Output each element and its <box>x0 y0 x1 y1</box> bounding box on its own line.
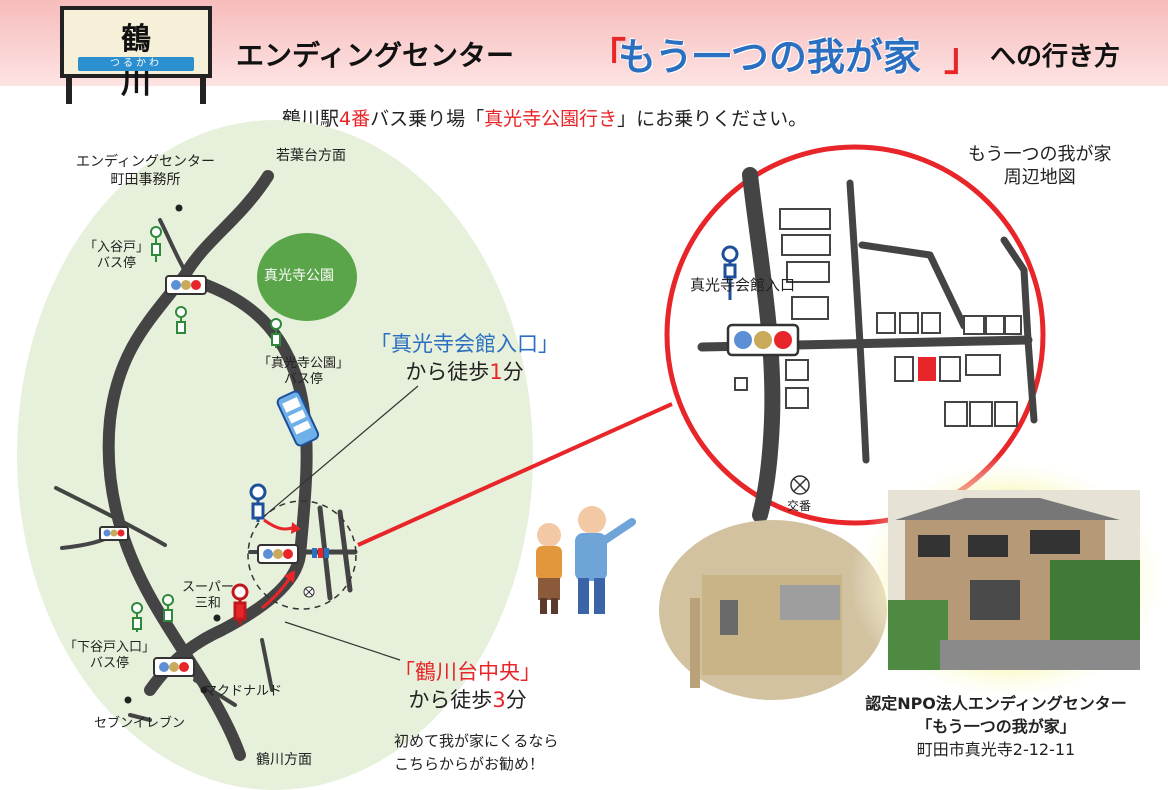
kaikan-walk-time: から徒歩1分 <box>405 360 524 385</box>
park-stop-label: 「真光寺公園」バス停 <box>258 356 350 388</box>
office-dot <box>175 204 183 212</box>
police-label: 交番 <box>787 499 812 513</box>
recommend-note: 初めて我が家にくるならこちらからがお勧め！ <box>394 732 559 773</box>
bus-stop-iriyato-2 <box>175 306 187 334</box>
bus-instruction: 鶴川駅4番バス乗り場「真光寺公園行き」にお乗りください。 <box>282 108 808 130</box>
zoom-police-icon <box>790 475 810 495</box>
leader-kaikan <box>261 385 419 519</box>
chuo-stop-name: 「鶴川台中央」 <box>394 660 541 684</box>
iriyato-stop-label: 「入谷戸」バス停 <box>84 240 150 272</box>
super-dot <box>213 614 221 622</box>
mini-house-2 <box>318 548 323 558</box>
bus-stop-shimo-1 <box>131 602 143 632</box>
bus-stop-chuo <box>231 583 249 625</box>
bus-stop-shimo-2 <box>162 594 174 622</box>
shimo-stop-label: 「下谷戸入口」バス停 <box>64 640 156 672</box>
walk-arrow-2 <box>261 577 292 610</box>
zoom-bus-stop <box>721 245 739 300</box>
walking-couple-illustration <box>536 506 636 614</box>
zoom-houses <box>734 208 1022 427</box>
npo-name: 認定NPO法人エンディングセンター <box>865 694 1127 713</box>
kaikan-stop-name: 「真光寺会館入口」 <box>370 332 559 356</box>
office-label: エンディングセンター町田事務所 <box>76 154 216 188</box>
mini-house-3 <box>324 548 329 558</box>
area-ellipse <box>17 120 533 790</box>
target-house <box>918 357 936 381</box>
bus-icon <box>276 390 320 447</box>
traffic-light-2 <box>99 526 129 541</box>
wakabadai-label: 若葉台方面 <box>276 148 346 164</box>
walk-arrow-2-head <box>284 570 295 583</box>
chuo-callout: 「鶴川台中央」 から徒歩3分 <box>394 658 541 715</box>
bus-stop-iriyato <box>150 226 162 262</box>
leader-chuo <box>284 621 401 661</box>
zoom-traffic-light <box>726 323 800 357</box>
kaikan-callout: 「真光寺会館入口」 から徒歩1分 <box>370 330 559 387</box>
npo-info: 認定NPO法人エンディングセンター 「もう一つの我が家」 町田市真光寺2-12-… <box>842 692 1150 762</box>
mini-house-1 <box>312 548 317 558</box>
sign-pole-left <box>66 78 72 104</box>
npo-address: 町田市真光寺2-12-11 <box>916 740 1076 760</box>
bus-stop-park <box>270 318 282 348</box>
zoom-marker-circle <box>247 500 357 610</box>
bus-stop-kaikan <box>249 483 267 522</box>
station-kana: つるかわ <box>78 57 194 71</box>
seven-label: セブンイレブン <box>94 716 186 731</box>
walk-arrow-1-head <box>291 522 301 534</box>
tsurukawa-direction-label: 鶴川方面 <box>256 752 312 768</box>
park-area <box>257 233 357 321</box>
building-photo <box>888 490 1140 670</box>
title-tail: への行き方 <box>990 42 1121 72</box>
seven-dot <box>124 696 132 704</box>
traffic-light-4 <box>153 657 195 677</box>
zoom-map-title: もう一つの我が家周辺地図 <box>968 144 1112 188</box>
chuo-walk-time: から徒歩3分 <box>408 688 527 713</box>
entrance-photo <box>659 520 887 700</box>
park-label: 真光寺公園 <box>264 268 334 284</box>
traffic-light-1 <box>165 275 207 295</box>
mcd-dot <box>200 686 208 694</box>
walk-arrow-1 <box>263 518 293 531</box>
super-label: スーパー三和 <box>182 580 234 612</box>
title-lead: エンディングセンター <box>236 39 515 72</box>
title-bracket-open: 「 <box>588 35 627 79</box>
mcd-label: マクドナルド <box>204 684 283 699</box>
zoom-bus-stop-label: 真光寺会館入口 <box>690 276 796 294</box>
zoom-connector-line <box>357 402 673 547</box>
title-bracket-close: 」 <box>944 35 983 79</box>
traffic-light-3 <box>257 544 299 564</box>
sign-pole-right <box>200 78 206 104</box>
title-home-name: もう一つの我が家 <box>618 35 921 79</box>
station-name: 鶴 川 <box>121 22 175 101</box>
npo-home-name: 「もう一つの我が家」 <box>916 717 1076 737</box>
station-sign: 鶴 川 つるかわ <box>60 6 212 101</box>
